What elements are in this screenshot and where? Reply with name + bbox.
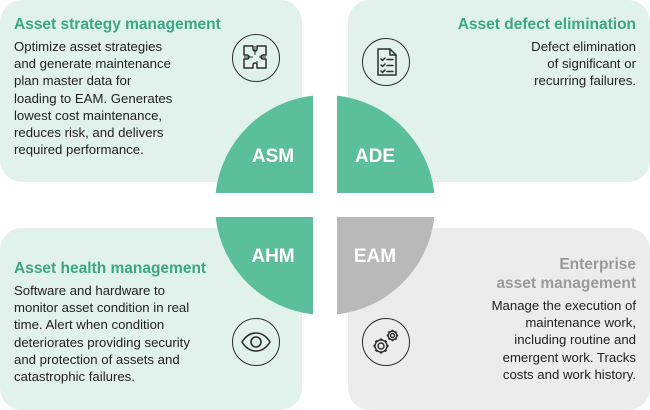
card-body-ahm: Software and hardware to monitor asset c…	[14, 283, 190, 385]
card-body-asm: Optimize asset strategies and generate m…	[14, 39, 173, 158]
quadrant-ade	[337, 95, 435, 193]
card-asset-defect-elimination: Asset defect elimination Defect eliminat…	[348, 0, 650, 182]
card-body-ade: Defect elimination of significant or rec…	[531, 39, 636, 89]
card-asset-strategy-management: Asset strategy management Optimize asset…	[0, 0, 302, 182]
quadrant-eam	[337, 217, 435, 315]
checklist-icon	[362, 38, 410, 86]
quadrant-label-eam: EAM	[354, 246, 396, 267]
gears-icon	[362, 318, 410, 366]
quadrant-label-ahm: AHM	[251, 246, 294, 267]
card-title-eam: Enterprise asset management	[496, 256, 636, 292]
eye-icon	[232, 318, 280, 366]
quadrant-label-ade: ADE	[355, 146, 395, 167]
quadrant-ahm	[215, 217, 313, 315]
card-title-asm: Asset strategy management	[14, 16, 221, 33]
card-title-ade: Asset defect elimination	[457, 16, 636, 33]
quadrant-asm	[215, 95, 313, 193]
card-title-ahm: Asset health management	[14, 260, 207, 277]
puzzle-icon	[232, 34, 280, 82]
card-body-eam: Manage the execution of maintenance work…	[491, 298, 636, 382]
quadrant-label-asm: ASM	[252, 146, 294, 167]
